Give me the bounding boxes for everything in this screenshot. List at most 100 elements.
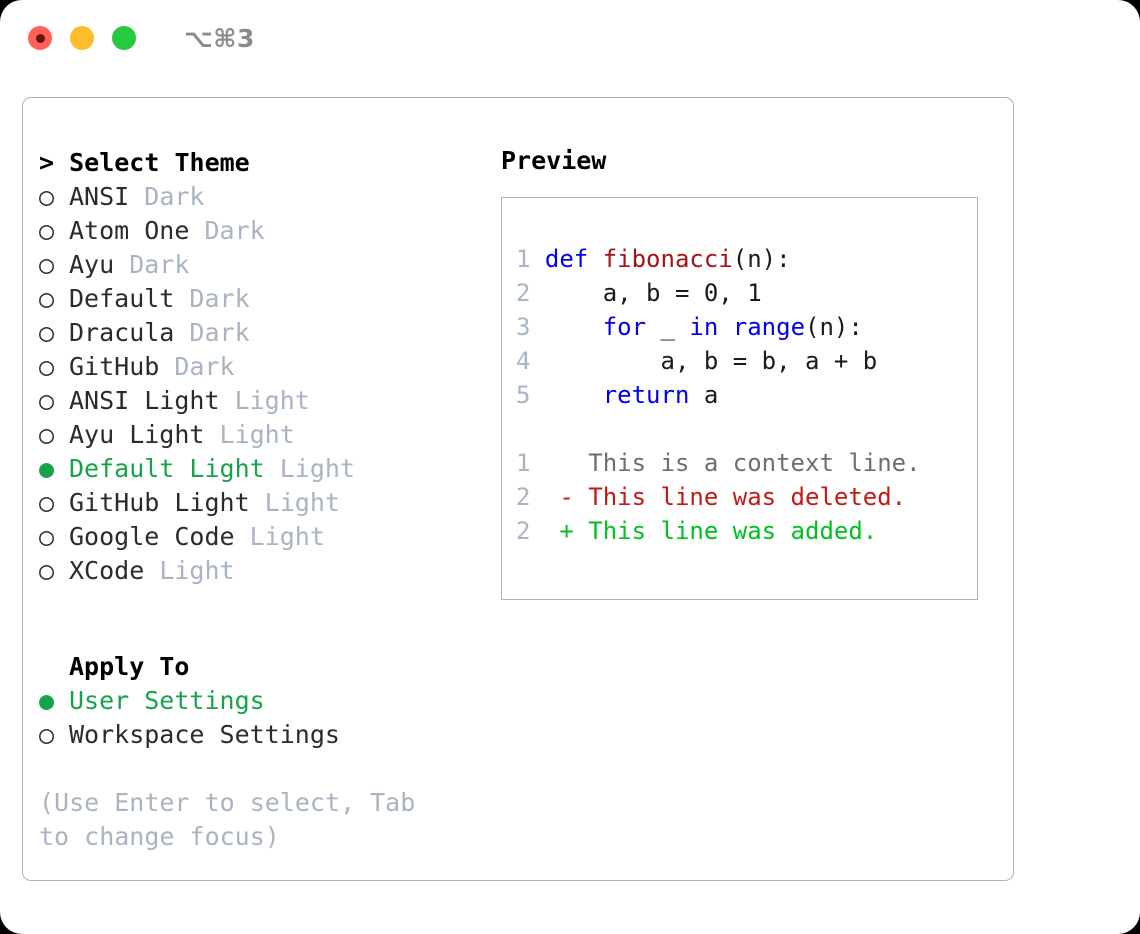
theme-option-default-light[interactable]: ● Default Light Light — [39, 452, 493, 486]
keyboard-hint-text: (Use Enter to select, Tab to change focu… — [39, 788, 431, 851]
theme-option-xcode[interactable]: ○ XCode Light — [39, 554, 493, 588]
diff-line-del: 2 - This line was deleted. — [516, 480, 977, 514]
close-window-button[interactable] — [28, 26, 52, 50]
code-token-plain: _ — [660, 313, 690, 341]
code-indent — [530, 279, 602, 307]
code-token-plain: (n): — [732, 245, 791, 273]
code-indent — [530, 347, 660, 375]
theme-option-ansi[interactable]: ○ ANSI Dark — [39, 180, 493, 214]
apply-to-option-list: ● User Settings ○ Workspace Settings — [39, 684, 493, 752]
radio-unselected-icon: ○ — [39, 556, 55, 585]
diff-line-text: - This line was deleted. — [530, 483, 907, 511]
diff-line-text: This is a context line. — [530, 449, 921, 477]
theme-option-label: ANSI — [69, 182, 130, 211]
radio-unselected-icon: ○ — [39, 216, 55, 245]
section-spacer — [39, 588, 493, 650]
theme-option-google-code[interactable]: ○ Google Code Light — [39, 520, 493, 554]
theme-option-tag: Dark — [174, 284, 250, 313]
line-number: 5 — [516, 381, 531, 409]
theme-option-tag: Dark — [129, 182, 205, 211]
theme-option-label: Google Code — [69, 522, 235, 551]
theme-option-tag: Light — [234, 522, 325, 551]
code-token-kw: for — [602, 313, 661, 341]
window-titlebar: ⌥⌘3 — [0, 0, 1140, 76]
code-indent — [530, 381, 602, 409]
theme-option-label: Dracula — [69, 318, 175, 347]
line-number: 1 — [516, 449, 531, 477]
code-token-plain: (n): — [805, 313, 863, 341]
preview-column: Preview 1 def fibonacci(n):2 a, b = 0, 1… — [493, 98, 1013, 880]
apply-option-label: User Settings — [69, 686, 265, 715]
apply-option-label: Workspace Settings — [69, 720, 340, 749]
theme-option-label: GitHub Light — [69, 488, 250, 517]
theme-option-label: GitHub — [69, 352, 160, 381]
theme-option-label: Atom One — [69, 216, 190, 245]
traffic-lights — [28, 26, 136, 50]
radio-unselected-icon: ○ — [39, 318, 55, 347]
code-line: 5 return a — [516, 378, 977, 412]
theme-option-ayu-light[interactable]: ○ Ayu Light Light — [39, 418, 493, 452]
theme-option-tag: Light — [204, 420, 295, 449]
preview-spacer — [516, 412, 977, 446]
radio-unselected-icon: ○ — [39, 284, 55, 313]
theme-option-tag: Light — [219, 386, 310, 415]
preview-heading: Preview — [501, 146, 607, 175]
theme-option-label: Default Light — [69, 454, 265, 483]
line-number: 4 — [516, 347, 531, 375]
code-token-fn: fibonacci — [602, 245, 733, 273]
apply-to-heading: Apply To — [69, 652, 190, 681]
line-number: 2 — [516, 279, 531, 307]
radio-selected-icon: ● — [39, 686, 55, 715]
code-token-plain: a, b = b, a + b — [660, 347, 878, 375]
apply-option-workspace-settings[interactable]: ○ Workspace Settings — [39, 718, 493, 752]
theme-option-dracula[interactable]: ○ Dracula Dark — [39, 316, 493, 350]
diff-line-text: + This line was added. — [530, 517, 878, 545]
apply-option-user-settings[interactable]: ● User Settings — [39, 684, 493, 718]
theme-option-label: XCode — [69, 556, 145, 585]
code-token-plain: a — [703, 381, 719, 409]
radio-unselected-icon: ○ — [39, 720, 55, 749]
theme-option-tag: Dark — [114, 250, 190, 279]
theme-option-default[interactable]: ○ Default Dark — [39, 282, 493, 316]
radio-unselected-icon: ○ — [39, 352, 55, 381]
theme-option-ayu[interactable]: ○ Ayu Dark — [39, 248, 493, 282]
keyboard-shortcut-label: ⌥⌘3 — [184, 23, 255, 53]
minimize-window-button[interactable] — [70, 26, 94, 50]
radio-unselected-icon: ○ — [39, 182, 55, 211]
theme-option-label: Ayu — [69, 250, 115, 279]
code-line: 1 def fibonacci(n): — [516, 242, 977, 276]
diff-line-add: 2 + This line was added. — [516, 514, 977, 548]
line-number: 2 — [516, 483, 531, 511]
theme-option-github-light[interactable]: ○GitHub Light Light — [39, 486, 493, 520]
radio-unselected-icon: ○ — [39, 250, 55, 279]
theme-option-label: Ayu Light — [69, 420, 205, 449]
theme-option-label: Default — [69, 284, 175, 313]
code-token-kw: def — [544, 245, 603, 273]
theme-option-tag: Light — [264, 454, 355, 483]
theme-option-tag: Dark — [174, 318, 250, 347]
theme-option-tag: Light — [144, 556, 235, 585]
maximize-window-button[interactable] — [112, 26, 136, 50]
code-token-plain: a, b = 0, 1 — [602, 279, 762, 307]
close-dot-icon — [35, 33, 45, 43]
line-number: 1 — [516, 245, 531, 273]
code-line: 2 a, b = 0, 1 — [516, 276, 977, 310]
radio-selected-icon: ● — [39, 454, 55, 483]
radio-unselected-icon: ○ — [39, 420, 55, 449]
code-indent — [530, 313, 602, 341]
radio-unselected-icon: ○ — [39, 522, 55, 551]
code-token-kw: return — [602, 381, 704, 409]
radio-unselected-icon: ○ — [39, 386, 55, 415]
theme-option-ansi-light[interactable]: ○ ANSI Light Light — [39, 384, 493, 418]
theme-option-tag: Light — [249, 488, 340, 517]
theme-option-label: ANSI Light — [69, 386, 220, 415]
theme-list-column: > Select Theme ○ANSI Dark○Atom One Dark○… — [23, 98, 493, 880]
code-line: 4 a, b = b, a + b — [516, 344, 977, 378]
code-line: 3 for _ in range(n): — [516, 310, 977, 344]
theme-option-github[interactable]: ○GitHub Dark — [39, 350, 493, 384]
code-token-kw: range — [732, 313, 806, 341]
select-theme-heading: > Select Theme — [39, 148, 250, 177]
theme-option-atom-one[interactable]: ○Atom One Dark — [39, 214, 493, 248]
